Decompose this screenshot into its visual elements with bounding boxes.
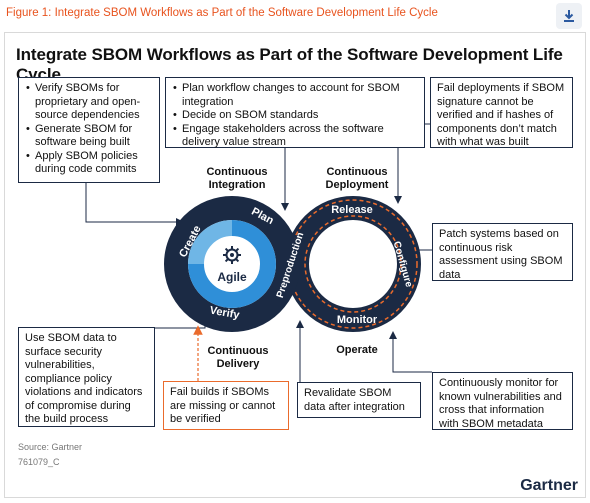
phase-continuous-deployment: Continuous Deployment xyxy=(312,166,402,192)
agile-label: Agile xyxy=(217,270,247,284)
phase-delivery-line2: Delivery xyxy=(216,358,260,370)
box-monitor: Continuously monitor for known vulnerabi… xyxy=(432,372,573,430)
left-loop: Agile xyxy=(164,196,300,332)
phase-continuous-delivery: Continuous Delivery xyxy=(196,345,280,371)
box-release: Fail deployments if SBOM signature canno… xyxy=(430,77,573,148)
connector-monitor xyxy=(389,331,432,373)
download-button[interactable] xyxy=(556,3,582,29)
gear-icon xyxy=(223,246,241,264)
box-plan: Plan workflow changes to account for SBO… xyxy=(165,77,425,148)
box-plan-item: Decide on SBOM standards xyxy=(173,109,418,123)
right-loop-ring xyxy=(285,196,421,332)
box-create-item: Generate SBOM for software being built xyxy=(26,123,153,150)
figure-frame xyxy=(4,32,586,498)
left-loop-ring xyxy=(164,196,300,332)
box-verify: Use SBOM data to surface security vulner… xyxy=(18,327,155,427)
box-create-item: Apply SBOM policies during code commits xyxy=(26,150,153,177)
phase-deploy-line2: Deployment xyxy=(325,179,389,191)
phase-operate: Operate xyxy=(336,344,378,356)
box-delivery: Fail builds if SBOMs are missing or cann… xyxy=(163,381,289,430)
source-note: Source: Gartner xyxy=(18,442,83,452)
box-create-item: Verify SBOMs for proprietary and open-so… xyxy=(26,82,153,123)
phase-continuous-integration: Continuous Integration xyxy=(197,166,277,192)
gartner-logo: Gartner xyxy=(520,477,578,494)
stage-verify: Verify xyxy=(209,305,241,322)
phase-ci-line2: Integration xyxy=(208,179,266,191)
box-preproduction: Revalidate SBOM data after integration xyxy=(297,382,421,418)
box-create: Verify SBOMs for proprietary and open-so… xyxy=(18,77,160,183)
figure-title: Figure 1: Integrate SBOM Workflows as Pa… xyxy=(6,7,438,19)
box-plan-item: Plan workflow changes to account for SBO… xyxy=(173,82,418,109)
download-icon xyxy=(564,10,574,22)
right-loop-dashed-ring xyxy=(304,215,402,313)
phase-ci-line1: Continuous xyxy=(206,166,268,178)
phase-delivery-line1: Continuous xyxy=(207,345,269,357)
connector-create xyxy=(85,183,184,226)
stage-release: Release xyxy=(331,204,373,216)
box-configure: Patch systems based on continuous risk a… xyxy=(432,223,573,281)
stage-monitor: Monitor xyxy=(337,314,378,326)
box-plan-item: Engage stakeholders across the software … xyxy=(173,123,418,150)
figure-id: 761079_C xyxy=(18,457,60,467)
phase-deploy-line1: Continuous xyxy=(326,166,388,178)
left-inner-arc xyxy=(188,220,276,308)
